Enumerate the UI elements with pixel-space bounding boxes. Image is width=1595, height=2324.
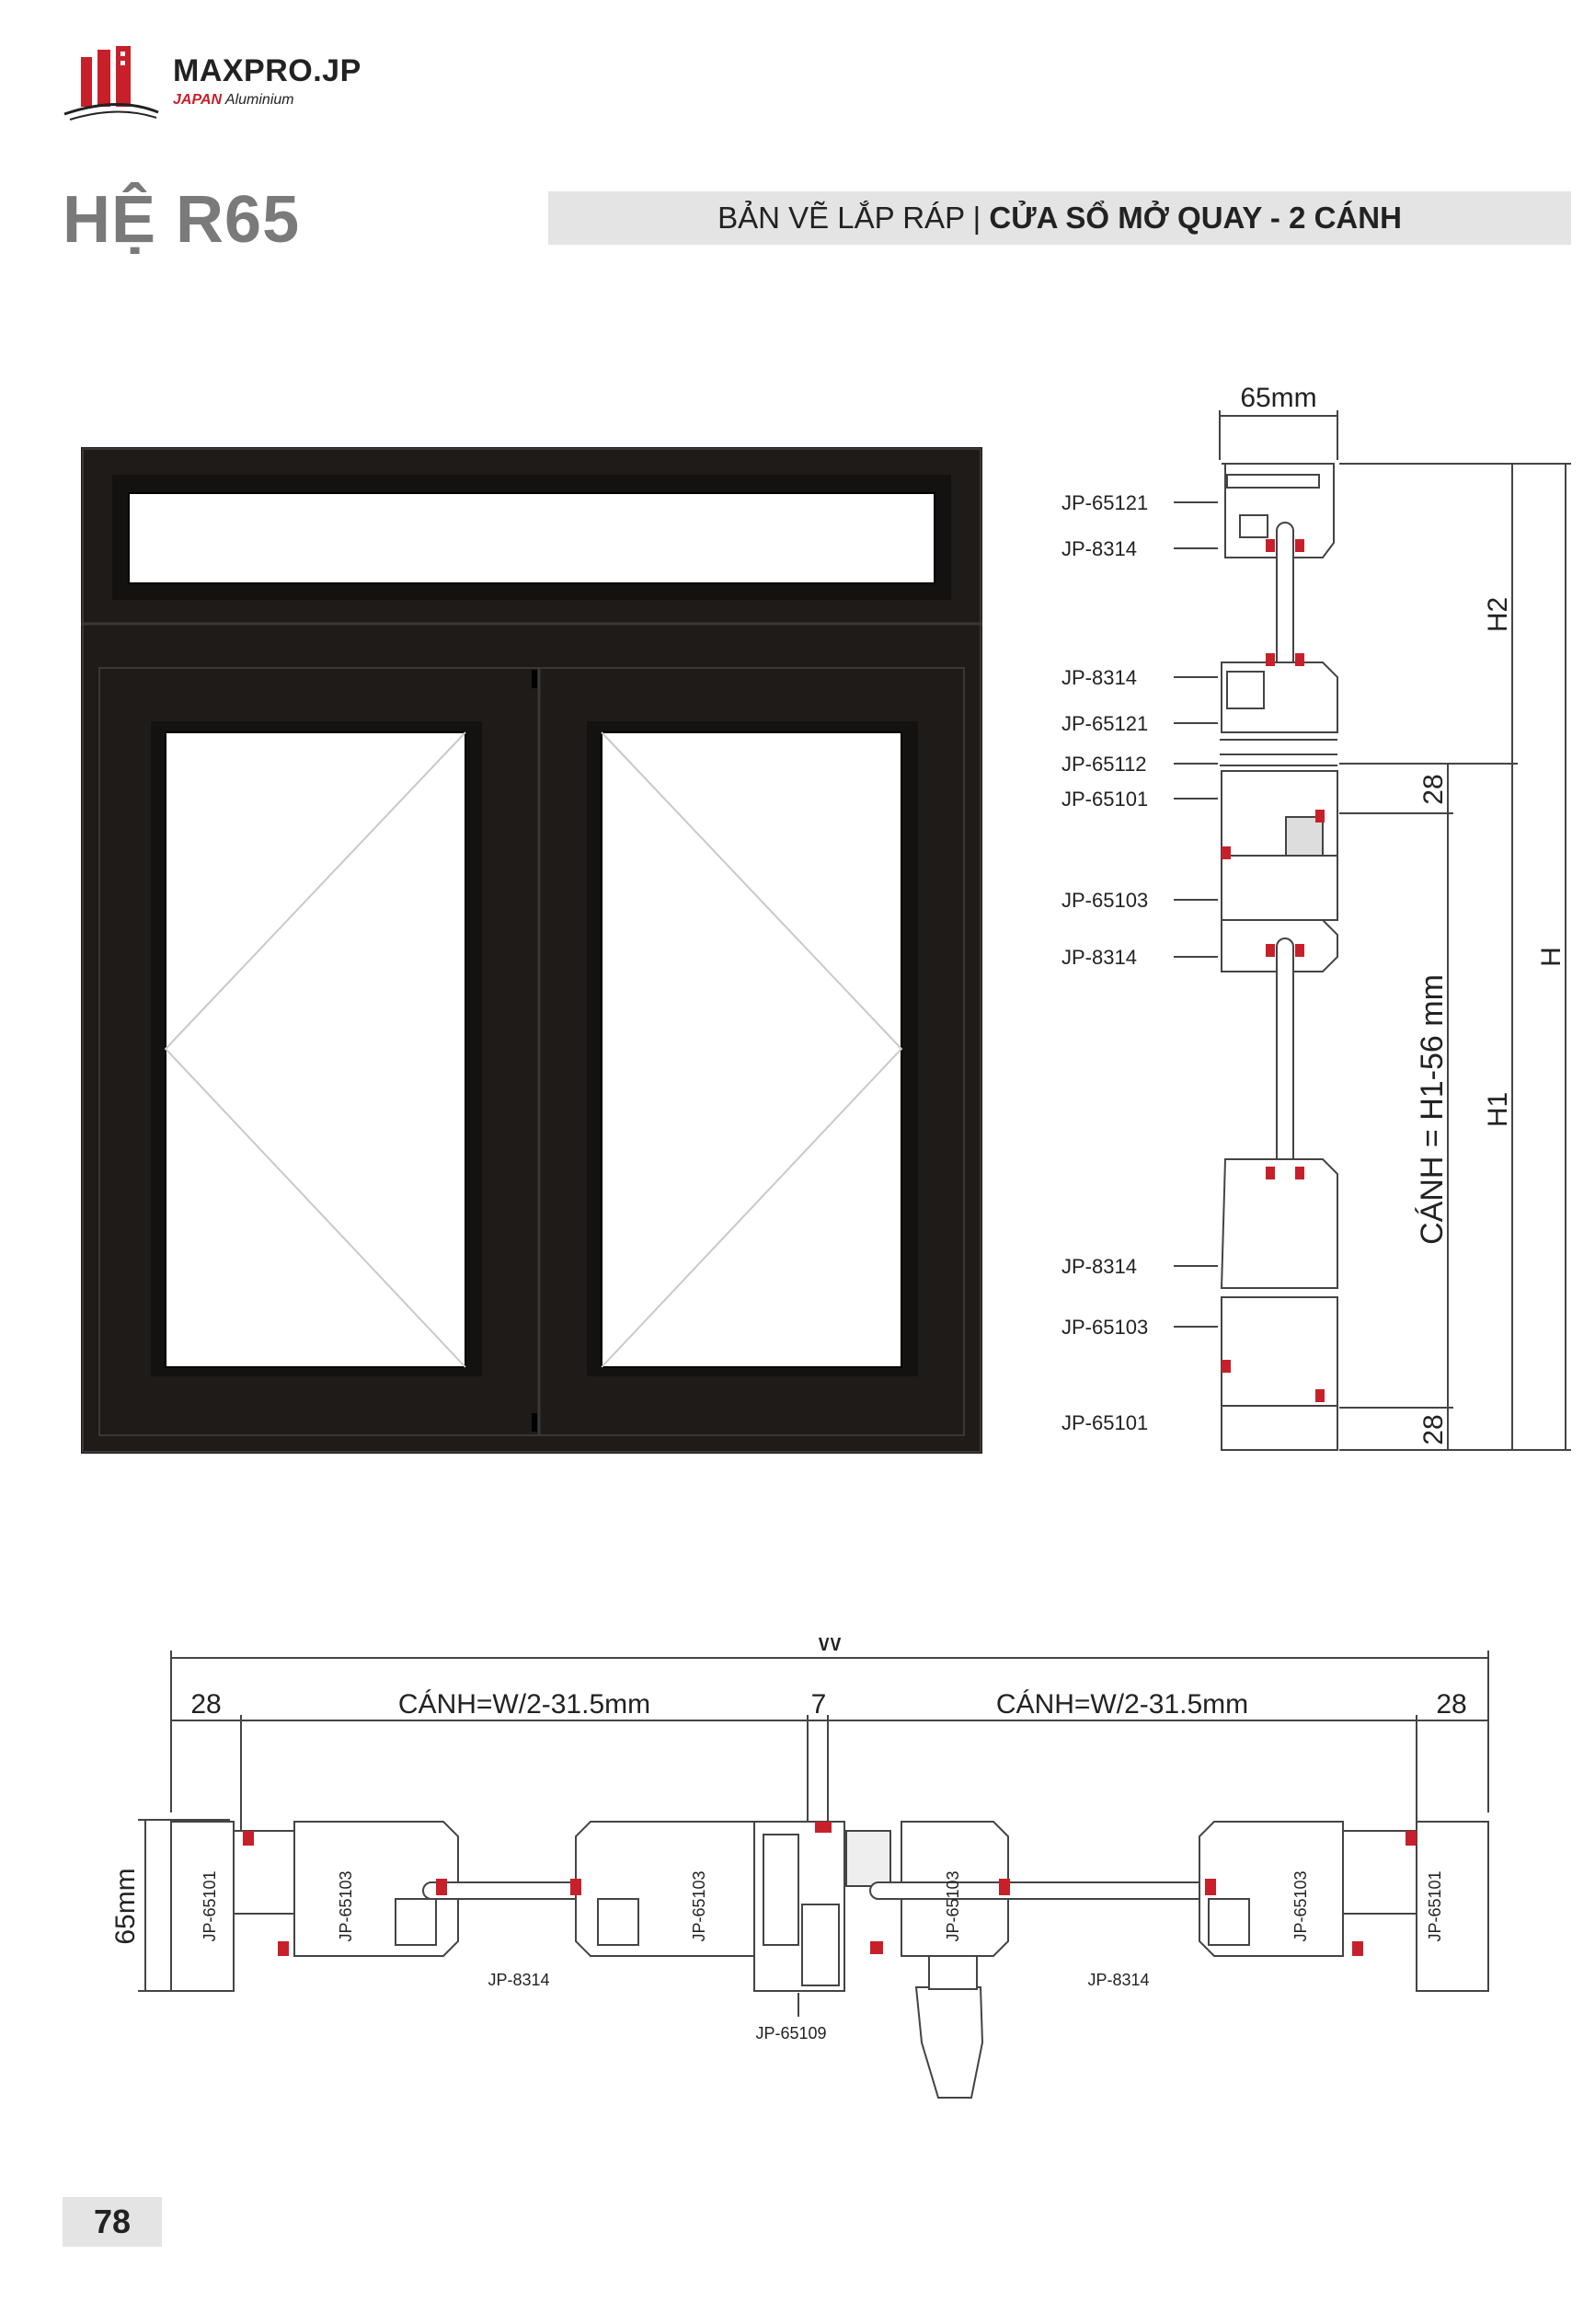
brand-subtitle: JAPAN Aluminium — [173, 92, 294, 109]
title-prefix: BẢN VẼ LẮP RÁP | — [717, 201, 981, 235]
dim-28-left: 28 — [190, 1689, 221, 1720]
part-label: JP-65121 — [1061, 491, 1148, 514]
part-label: JP-8314 — [1061, 666, 1137, 689]
brand-subtitle-accent: JAPAN — [173, 92, 223, 108]
page-number-box — [63, 2197, 162, 2247]
brand-subtitle-rest: Aluminium — [224, 92, 294, 108]
part-label: JP-65101 — [1061, 1411, 1148, 1434]
part-label: JP-8314 — [1061, 1255, 1137, 1278]
profile-label: JP-65103 — [690, 1870, 708, 1941]
glass-label-left: JP-8314 — [488, 1971, 549, 1989]
system-title: HỆ R65 — [63, 183, 301, 257]
part-label: JP-8314 — [1061, 537, 1137, 560]
profile-label: JP-65101 — [1426, 1870, 1444, 1941]
width-65mm-label: 65mm — [1240, 383, 1316, 413]
profile-label: JP-65103 — [944, 1870, 962, 1941]
left-glass — [165, 731, 466, 1368]
page-title: BẢN VẼ LẮP RÁP | CỬA SỔ MỞ QUAY - 2 CÁNH — [548, 191, 1571, 245]
mullion-label: JP-65109 — [755, 2024, 826, 2042]
part-label: JP-65121 — [1061, 712, 1148, 735]
sash-height-formula: CÁNH = H1-56 mm — [1415, 974, 1450, 1245]
sash-width-formula-left: CÁNH=W/2-31.5mm — [398, 1689, 650, 1720]
profile-label: JP-65101 — [201, 1870, 219, 1941]
right-glass — [601, 731, 902, 1368]
part-label: JP-65103 — [1061, 889, 1148, 912]
vertical-section-drawing — [1174, 410, 1571, 1451]
sash-width-formula-right: CÁNH=W/2-31.5mm — [996, 1689, 1248, 1720]
transom-glass — [128, 492, 935, 584]
title-bold: CỬA SỔ MỞ QUAY - 2 CÁNH — [989, 201, 1402, 235]
brand-name: MAXPRO.JP — [173, 53, 361, 88]
dim-28-top: 28 — [1418, 774, 1449, 804]
profile-label: JP-65103 — [337, 1870, 355, 1941]
dim-h2: H2 — [1483, 597, 1513, 632]
dim-28-bottom: 28 — [1418, 1414, 1449, 1444]
horizontal-section-drawing — [138, 1651, 1489, 2099]
dim-7-center: 7 — [811, 1689, 827, 1720]
dim-h1: H1 — [1483, 1092, 1513, 1127]
dim-w: W — [817, 1638, 843, 1657]
maxpro-logo-icon — [63, 46, 159, 121]
page-number: 78 — [93, 2203, 132, 2240]
horizontal-section-labels: W 28 28 CÁNH=W/2-31.5mm CÁNH=W/2-31.5mm … — [110, 1638, 1467, 2042]
dim-65mm-height: 65mm — [110, 1868, 141, 1944]
part-label: JP-65112 — [1061, 753, 1147, 776]
dim-28-right: 28 — [1436, 1689, 1466, 1720]
vertical-section-labels: 65mm JP-65121 JP-8314 JP-8314 JP-65121 J… — [1061, 383, 1566, 1445]
dim-h: H — [1536, 947, 1566, 967]
part-label: JP-65101 — [1061, 788, 1148, 811]
profile-label: JP-65103 — [1291, 1870, 1310, 1941]
glass-label-right: JP-8314 — [1087, 1971, 1149, 1989]
part-label: JP-8314 — [1061, 946, 1137, 969]
window-elevation — [81, 447, 982, 1454]
part-label: JP-65103 — [1061, 1316, 1148, 1339]
title-bar — [548, 191, 1571, 245]
